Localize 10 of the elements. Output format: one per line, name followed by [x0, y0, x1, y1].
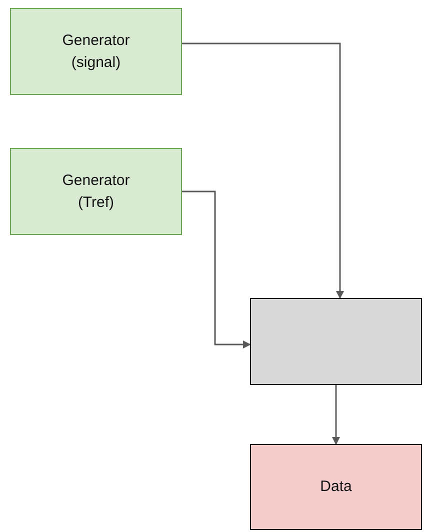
arrow	[182, 190, 251, 348]
arrow	[182, 42, 344, 299]
box-label: Generator (signal)	[61, 30, 131, 72]
box-label: Data	[319, 477, 353, 497]
box-label: Generator (Tref)	[61, 170, 131, 212]
arrow	[332, 385, 340, 445]
process-box	[250, 444, 422, 530]
empty-box	[250, 298, 422, 385]
process-box	[10, 148, 182, 235]
process-box	[10, 8, 182, 95]
